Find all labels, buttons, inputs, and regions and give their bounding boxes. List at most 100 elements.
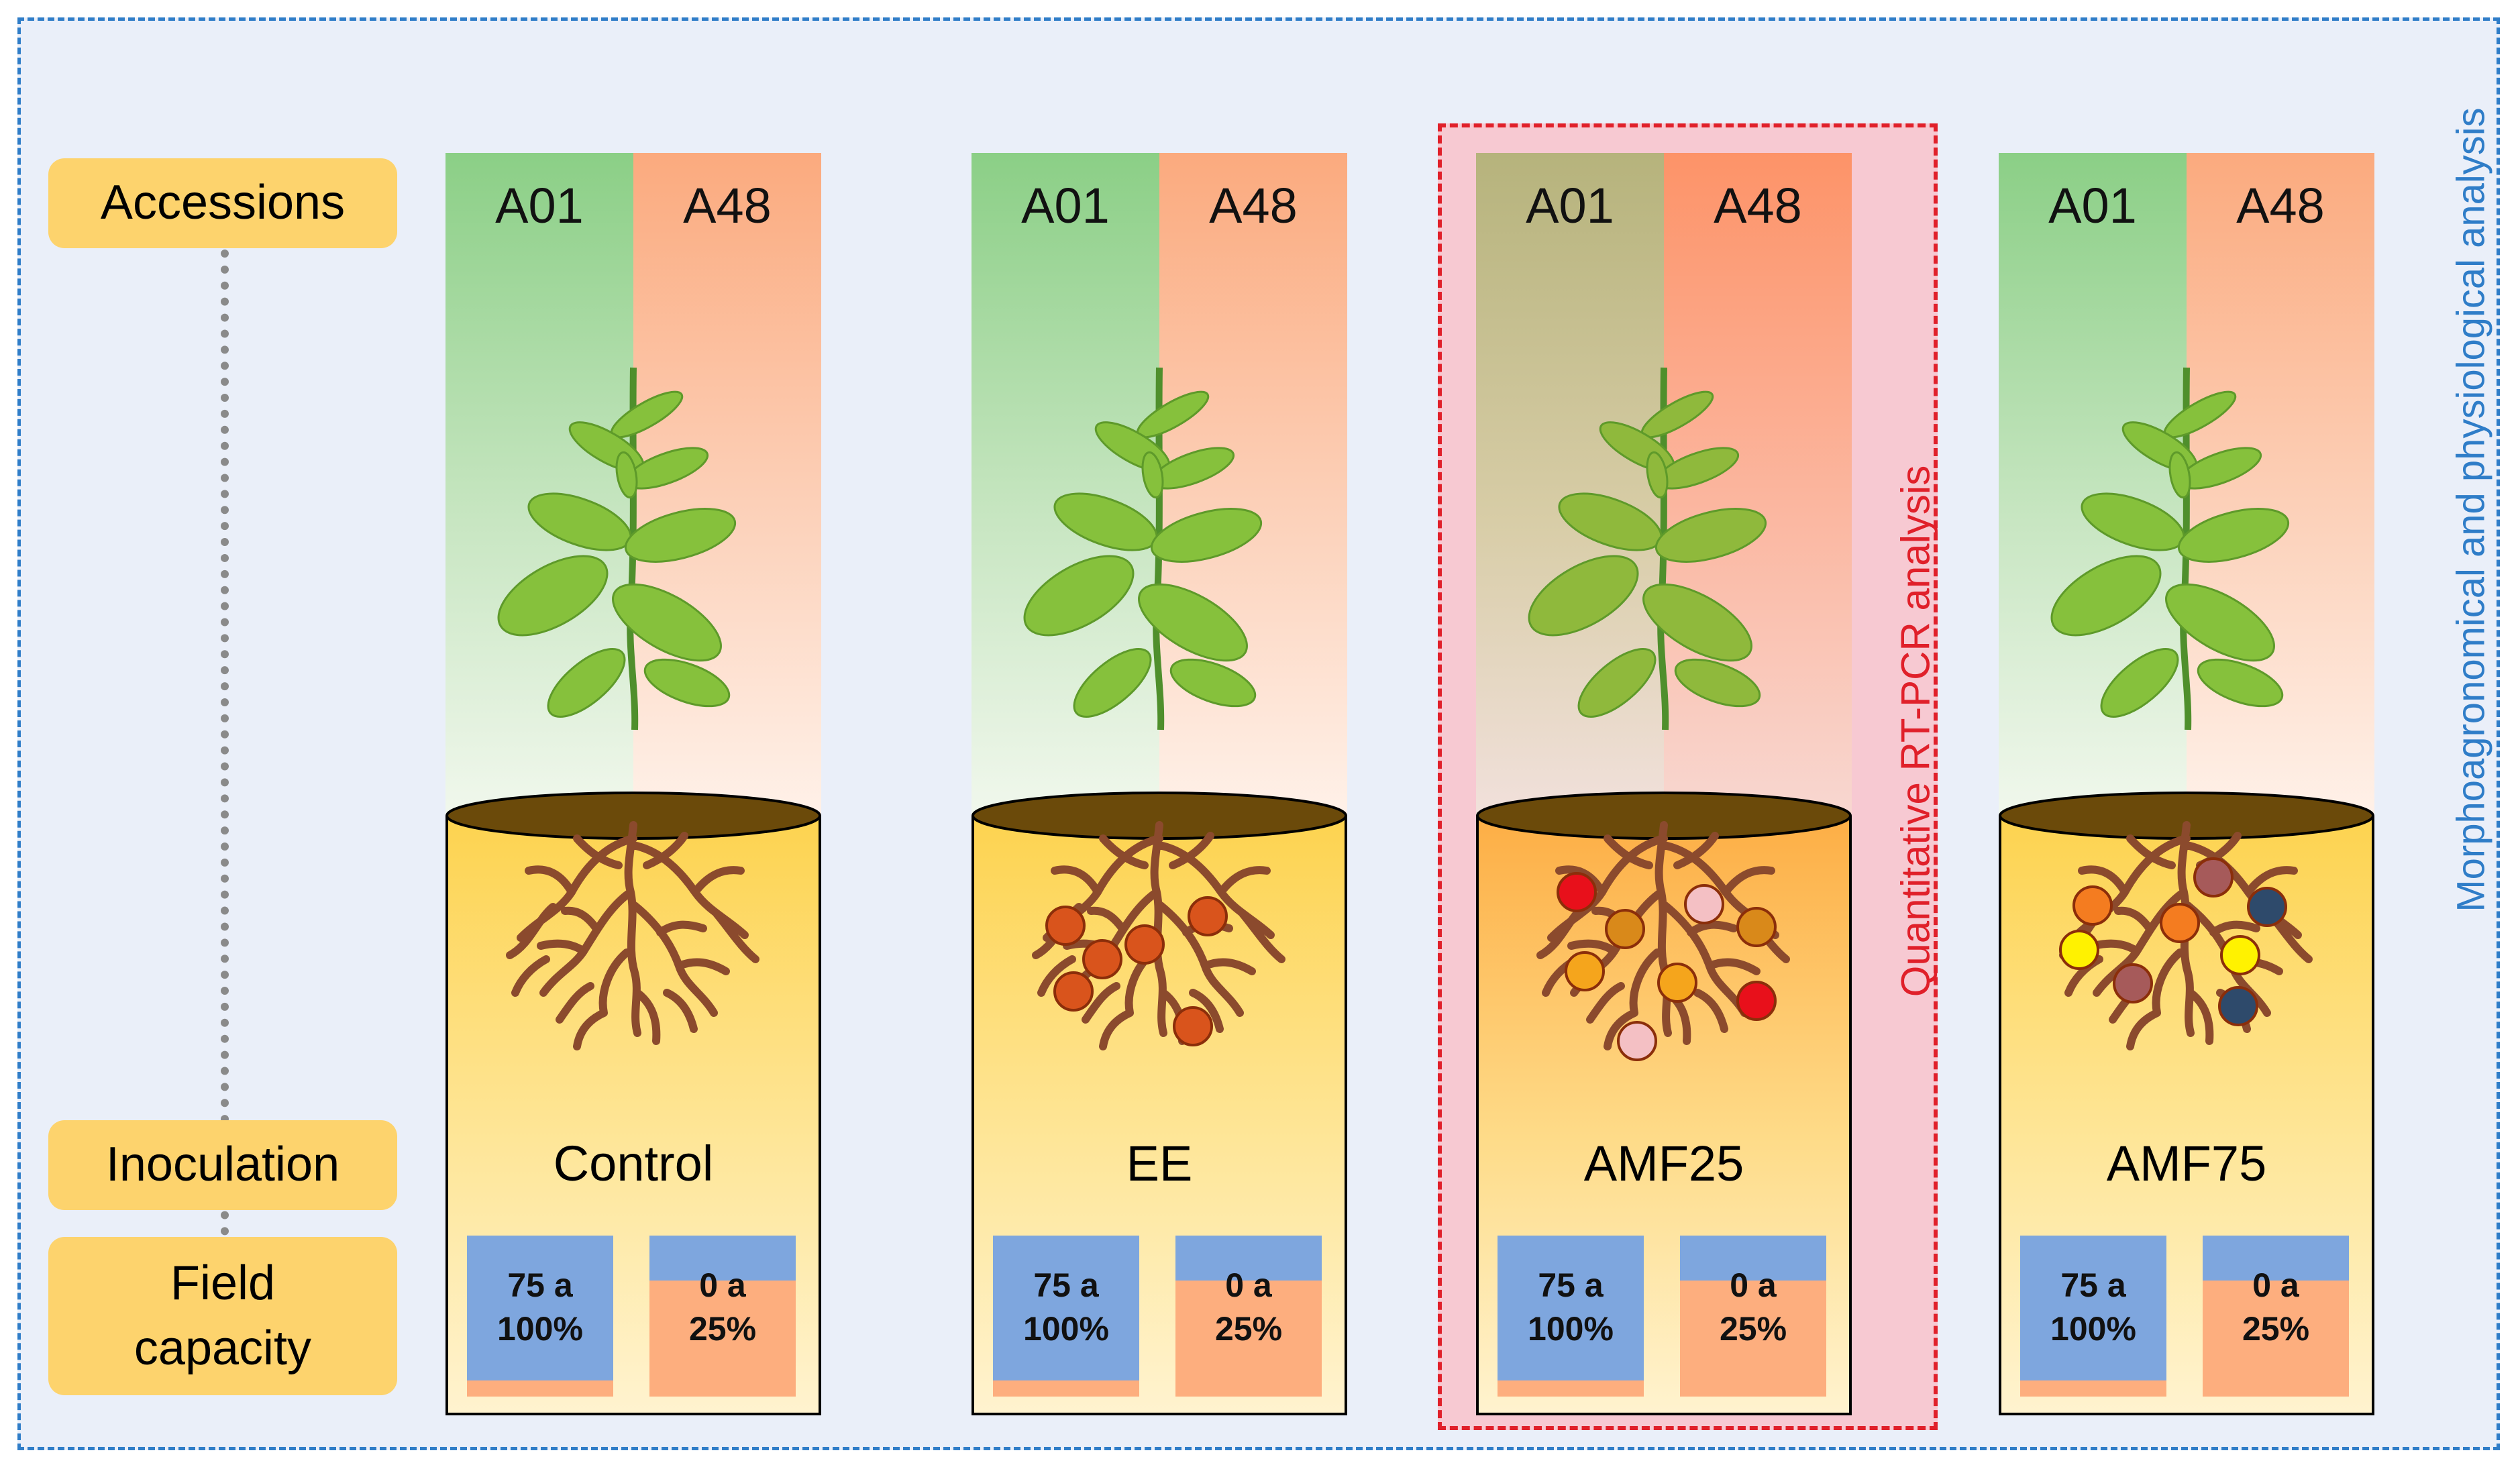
field-capacity-score: 75 a [507, 1266, 573, 1304]
amf-spore [2059, 930, 2099, 970]
accession-label-right: A48 [1209, 178, 1298, 233]
field-capacity-label-line1: Field [170, 1256, 276, 1310]
plant-leaf [1558, 492, 1663, 551]
accession-panel-right: A48 [1664, 153, 1852, 824]
amf-spore [1557, 872, 1597, 912]
accession-panel-right: A48 [633, 153, 821, 824]
field-capacity-value: 75 a 100% [993, 1264, 1139, 1351]
accession-label-left: A01 [495, 178, 584, 233]
plant-illustration [2050, 367, 2290, 730]
plant-leaf [612, 583, 722, 662]
amf-spore [2113, 963, 2153, 1003]
inoculation-treatment-label: AMF75 [2106, 1136, 2267, 1191]
amf-spore [1684, 884, 1724, 924]
plant-leaf [1674, 658, 1761, 708]
field-capacity-percent: 25% [1719, 1310, 1787, 1348]
accession-label-right: A48 [1714, 178, 1802, 233]
field-capacity-bar: 75 a 100% [1498, 1236, 1644, 1397]
field-capacity-score: 75 a [2060, 1266, 2126, 1304]
plant-leaf [643, 658, 731, 708]
plant-leaf [1150, 508, 1263, 563]
amf-spore [1565, 951, 1605, 991]
plant-leaf [497, 555, 609, 637]
accession-panel-right: A48 [1159, 153, 1347, 824]
field-capacity-percent: 100% [2050, 1310, 2136, 1348]
ee-spore [1173, 1006, 1213, 1046]
field-capacity-score: 0 a [1225, 1266, 1272, 1304]
accession-panel-right: A48 [2187, 153, 2374, 824]
ee-spore [1188, 896, 1228, 936]
plant-illustration [497, 367, 737, 730]
plant-leaf [1141, 451, 1164, 499]
amf-spore [2218, 986, 2258, 1026]
row-connector-line [221, 250, 229, 1236]
accessions-label: Accessions [48, 158, 397, 248]
plant-leaf [1655, 508, 1767, 563]
field-capacity-score: 0 a [2252, 1266, 2299, 1304]
plant-leaf [1053, 492, 1158, 551]
amf-spore [2160, 903, 2200, 943]
field-capacity-bar: 75 a 100% [467, 1236, 613, 1397]
accession-label-right: A48 [2236, 178, 2325, 233]
morphological-analysis-label: Morphoagronomical and physiological anal… [2449, 107, 2493, 912]
plant-leaf [2165, 583, 2275, 662]
inoculation-treatment-label: EE [1126, 1136, 1193, 1191]
field-capacity-percent: 100% [1528, 1310, 1614, 1348]
ee-spore [1053, 971, 1094, 1012]
field-capacity-percent: 100% [497, 1310, 583, 1348]
qpcr-analysis-label: Quantitative RT-PCR analysis [1893, 465, 1938, 997]
field-capacity-bar: 75 a 100% [2020, 1236, 2166, 1397]
plant-leaf [1169, 658, 1257, 708]
plant-leaf [624, 508, 737, 563]
field-capacity-score: 75 a [1538, 1266, 1604, 1304]
field-capacity-score: 0 a [1730, 1266, 1777, 1304]
field-capacity-label-line2: capacity [134, 1321, 312, 1375]
amf-spore [1736, 981, 1777, 1021]
field-capacity-value: 75 a 100% [2020, 1264, 2166, 1351]
ee-spore [1082, 939, 1122, 979]
plant-leaf [1138, 583, 1248, 662]
field-capacity-percent: 100% [1023, 1310, 1109, 1348]
amf-spore [2247, 887, 2287, 927]
accession-panel-left: A01 [1999, 153, 2187, 824]
field-capacity-bar: 75 a 100% [993, 1236, 1139, 1397]
accession-panel-left: A01 [1476, 153, 1664, 824]
plant-leaf [2197, 658, 2284, 708]
plant-leaf [527, 492, 632, 551]
inoculation-label: Inoculation [48, 1120, 397, 1210]
field-capacity-percent: 25% [688, 1310, 757, 1348]
field-capacity-value: 75 a 100% [1498, 1264, 1644, 1351]
field-capacity-percent: 25% [1214, 1310, 1283, 1348]
plant-leaf [1023, 555, 1135, 637]
plant-leaf [2168, 451, 2191, 499]
plant-leaf [1528, 555, 1639, 637]
plant-leaf [1073, 647, 1152, 718]
accession-label-left: A01 [2048, 178, 2137, 233]
accession-label-right: A48 [683, 178, 772, 233]
plant-leaf [1642, 583, 1752, 662]
amf-spore [1736, 907, 1777, 947]
field-capacity-value: 75 a 100% [467, 1264, 613, 1351]
plant-leaf [2177, 508, 2290, 563]
amf-spore [1657, 963, 1697, 1003]
field-capacity-label: Field capacity [48, 1237, 397, 1395]
plant-illustration [1023, 367, 1263, 730]
accession-panel-left: A01 [445, 153, 633, 824]
amf-spore [2193, 857, 2234, 898]
ee-spore [1124, 924, 1165, 965]
amf-spore [1617, 1021, 1657, 1061]
root-system [506, 821, 759, 1050]
accession-label-left: A01 [1526, 178, 1614, 233]
field-capacity-score: 75 a [1033, 1266, 1099, 1304]
amf-spore [2072, 885, 2113, 926]
plant-leaf [1577, 647, 1657, 718]
